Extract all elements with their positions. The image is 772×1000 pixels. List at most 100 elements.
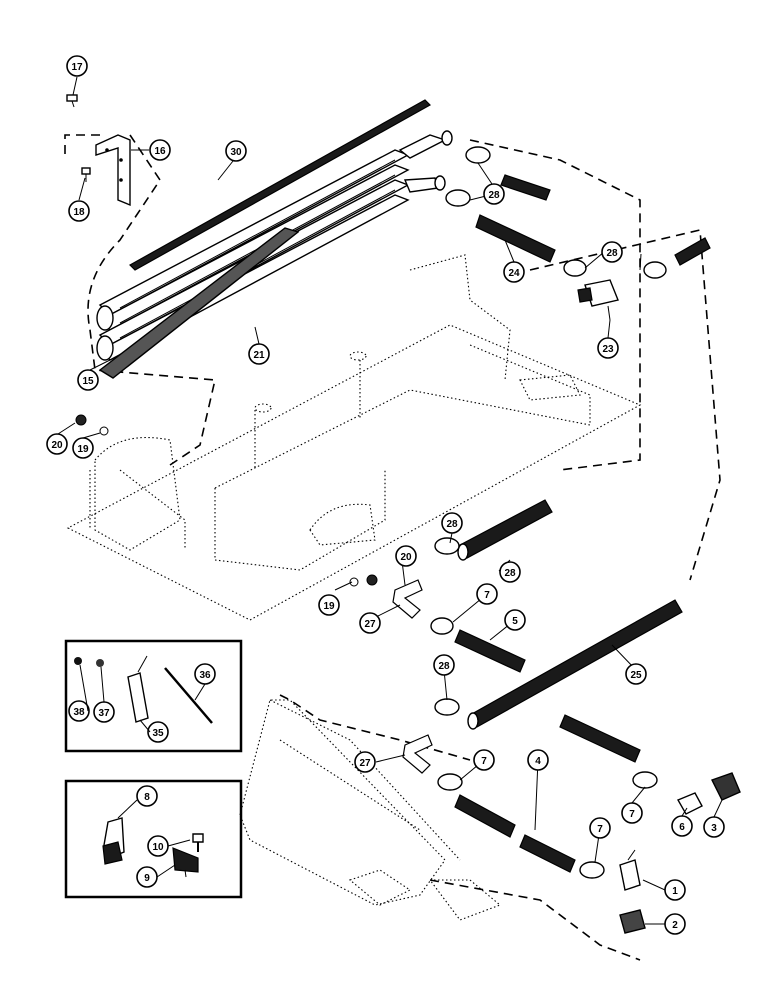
callout-37: 37 (93, 701, 115, 723)
hose-right-top (674, 237, 711, 266)
callout-label: 4 (535, 756, 541, 767)
callout-28-d: 28 (499, 561, 521, 583)
callout-21: 21 (248, 343, 270, 365)
callout-label: 27 (364, 619, 376, 630)
callout-label: 3 (711, 823, 717, 834)
callout-7-b: 7 (473, 749, 495, 771)
clamp-26 (434, 537, 460, 555)
callout-label: 28 (438, 661, 450, 672)
callout-27-b: 27 (354, 751, 376, 773)
callout-19-b: 19 (318, 594, 340, 616)
callout-label: 28 (446, 519, 458, 530)
washer-19-a (99, 426, 109, 436)
callout-25: 25 (625, 663, 647, 685)
callout-label: 28 (488, 190, 500, 201)
callout-27-a: 27 (359, 612, 381, 634)
callout-label: 2 (672, 920, 678, 931)
callout-label: 28 (606, 248, 618, 259)
callout-label: 37 (98, 708, 110, 719)
callout-7-d: 7 (621, 802, 643, 824)
callout-7-a: 7 (476, 583, 498, 605)
elbow-27-b (402, 734, 433, 774)
callout-1: 1 (664, 879, 686, 901)
callout-38: 38 (68, 700, 90, 722)
clamp-7-c (632, 771, 658, 789)
callout-label: 27 (359, 758, 371, 769)
callout-label: 20 (400, 552, 412, 563)
callout-label: 5 (512, 616, 518, 627)
callout-label: 21 (253, 350, 265, 361)
fitting-6 (676, 792, 703, 815)
leader-10 (167, 839, 191, 847)
callout-label: 20 (51, 440, 63, 451)
callout-label: 17 (71, 62, 83, 73)
leader-37 (100, 666, 105, 703)
callout-30: 30 (225, 140, 247, 162)
callout-20-b: 20 (395, 545, 417, 567)
valve-23 (577, 279, 619, 321)
drain-valve-1 (619, 849, 641, 891)
clamp-7-d (579, 861, 605, 879)
callout-19-a: 19 (72, 437, 94, 459)
callout-label: 25 (630, 670, 642, 681)
screw-17 (66, 94, 78, 108)
bracket-16 (95, 134, 131, 207)
callout-label: 7 (629, 809, 635, 820)
plug-2 (619, 909, 646, 934)
callout-label: 8 (144, 792, 150, 803)
callout-label: 6 (679, 822, 685, 833)
line-group-outline (469, 139, 641, 471)
elbow-27-a (392, 579, 423, 619)
hose-4-b (519, 834, 576, 873)
callout-9: 9 (136, 866, 158, 888)
tractor-platform (66, 254, 642, 621)
nut-20-a (75, 414, 87, 426)
callout-24: 24 (503, 261, 525, 283)
leader-38 (79, 664, 89, 712)
leader-35 (139, 719, 151, 733)
callout-label: 7 (481, 756, 487, 767)
seal-strip-30 (129, 99, 431, 271)
clamp-28-a (465, 146, 491, 164)
callout-35: 35 (147, 721, 169, 743)
callout-label: 30 (230, 147, 242, 158)
clamp-28-c (563, 259, 587, 277)
callout-23: 23 (597, 337, 619, 359)
inset-box-upper (64, 639, 243, 753)
callout-7-c: 7 (589, 817, 611, 839)
callout-6: 6 (671, 815, 693, 837)
clamp-28-e (434, 698, 460, 716)
callout-label: 35 (152, 728, 164, 739)
callout-36: 36 (194, 663, 216, 685)
callout-label: 16 (154, 146, 166, 157)
callout-3: 3 (703, 816, 725, 838)
callout-5: 5 (504, 609, 526, 631)
callout-label: 7 (484, 590, 490, 601)
lower-frame (239, 699, 502, 921)
fitting-3 (711, 772, 741, 801)
clamp-7-b (437, 773, 463, 791)
screw-18 (81, 167, 91, 182)
callout-label: 38 (73, 707, 85, 718)
hose-lower (559, 714, 641, 763)
hose-4-a (454, 794, 516, 838)
callout-16: 16 (149, 139, 171, 161)
callout-label: 19 (323, 601, 335, 612)
callout-20-a: 20 (46, 433, 68, 455)
callout-label: 24 (508, 268, 520, 279)
callout-label: 1 (672, 886, 678, 897)
callout-label: 28 (504, 568, 516, 579)
callout-2: 2 (664, 913, 686, 935)
callout-label: 15 (82, 376, 94, 387)
callout-label: 23 (602, 344, 614, 355)
callout-8: 8 (136, 785, 158, 807)
hose-26 (459, 499, 553, 559)
callout-label: 18 (73, 207, 85, 218)
leader-lines (57, 76, 723, 925)
callout-15: 15 (77, 369, 99, 391)
inset-lower-parts (102, 817, 204, 873)
washer-19-b (349, 577, 359, 587)
callout-28-c: 28 (441, 512, 463, 534)
leader-36 (194, 683, 206, 701)
callout-28-e: 28 (433, 654, 455, 676)
